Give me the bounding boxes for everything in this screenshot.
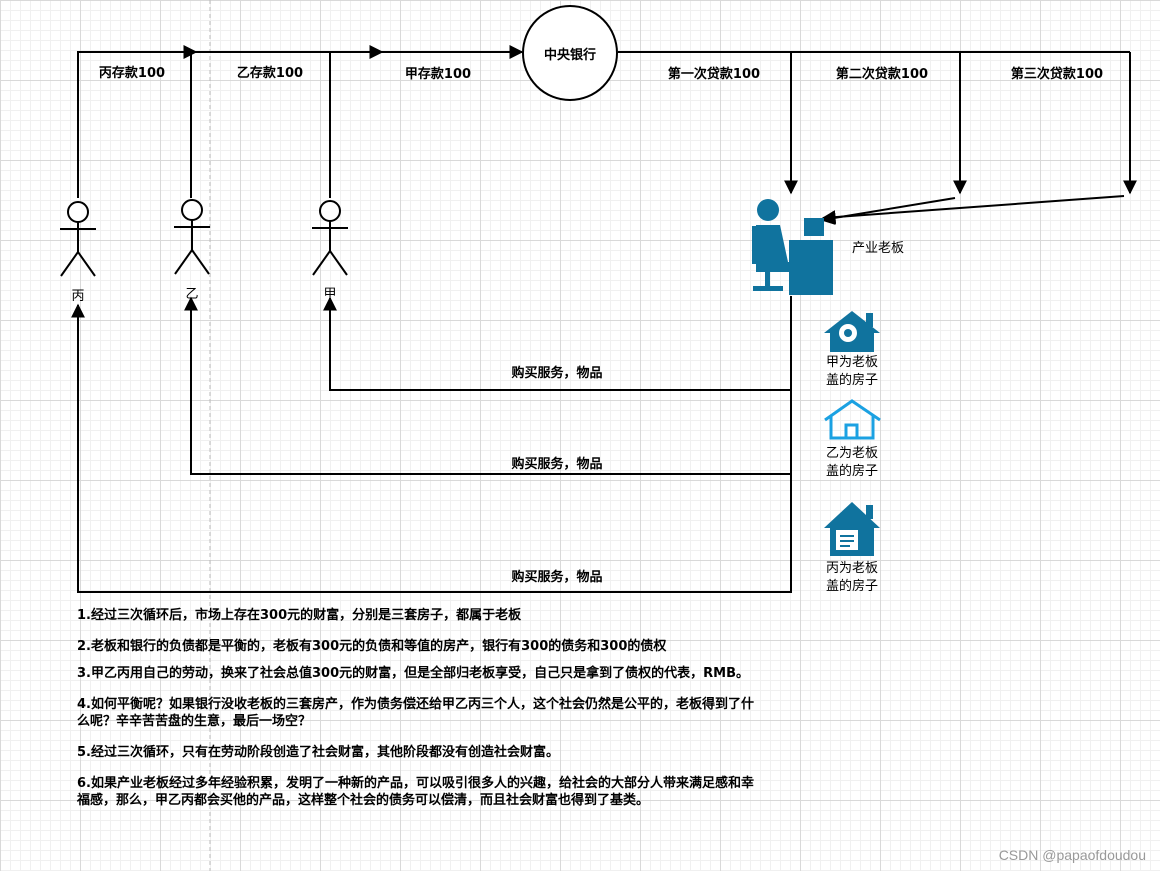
person-yi-icon xyxy=(174,199,210,275)
house-label-jia-line2: 盖的房子 xyxy=(825,373,878,388)
house-label-yi-line1: 乙为老板 xyxy=(825,446,878,461)
house-label-bing: 丙为老板 盖的房子 xyxy=(812,560,892,596)
note-6: 6.如果产业老板经过多年经验积累，发明了一种新的产品，可以吸引很多人的兴趣，给社… xyxy=(77,776,754,808)
watermark: CSDN @papaofdoudou xyxy=(998,847,1146,863)
boss-desk-icon xyxy=(752,199,833,295)
person-yi-label: 乙 xyxy=(185,287,199,302)
loan-label-2: 第二次贷款100 xyxy=(835,67,929,82)
person-bing-label: 丙 xyxy=(71,289,85,304)
house-label-yi: 乙为老板 盖的房子 xyxy=(812,445,892,481)
person-bing-icon xyxy=(60,201,96,277)
bank-node xyxy=(522,5,618,101)
note-3: 3.甲乙丙用自己的劳动，换来了社会总值300元的财富，但是全部归老板享受，自己只… xyxy=(77,666,749,681)
person-jia-label: 甲 xyxy=(323,287,337,302)
purchase-label-jia: 购买服务，物品 xyxy=(511,366,603,381)
house-gear-icon xyxy=(824,311,880,352)
house-label-bing-line2: 盖的房子 xyxy=(825,579,878,594)
house-label-jia: 甲为老板 盖的房子 xyxy=(812,354,892,390)
purchase-label-yi: 购买服务，物品 xyxy=(511,457,603,472)
purchase-edge-jia xyxy=(323,296,792,391)
house-label-yi-line2: 盖的房子 xyxy=(825,464,878,479)
purchase-label-bing: 购买服务，物品 xyxy=(511,570,603,585)
loan-label-1: 第一次贷款100 xyxy=(667,67,761,82)
loan-edge-3-to-boss xyxy=(821,195,1125,225)
house-outline-icon xyxy=(824,399,881,440)
deposit-edge-yi xyxy=(190,45,384,198)
loan-label-3: 第三次贷款100 xyxy=(1010,67,1104,82)
house-label-jia-line1: 甲为老板 xyxy=(825,355,878,370)
deposit-edge-jia xyxy=(329,45,524,198)
note-5: 5.经过三次循环，只有在劳动阶段创造了社会财富，其他阶段都没有创造社会财富。 xyxy=(77,745,559,760)
notes-block: 1.经过三次循环后，市场上存在300元的财富，分别是三套房子，都属于老板 2.老… xyxy=(77,607,757,809)
house-document-icon xyxy=(824,502,880,556)
purchase-edge-bing xyxy=(71,303,792,593)
deposit-edge-bing xyxy=(77,45,198,198)
deposit-label-bing: 丙存款100 xyxy=(98,66,166,81)
boss-label: 产业老板 xyxy=(852,241,905,256)
bank-label: 中央银行 xyxy=(543,48,597,63)
person-jia-icon xyxy=(312,200,348,276)
deposit-label-jia: 甲存款100 xyxy=(404,67,472,82)
note-4: 4.如何平衡呢？如果银行没收老板的三套房产，作为债务偿还给甲乙丙三个人，这个社会… xyxy=(77,697,754,729)
purchase-edge-yi xyxy=(184,296,792,475)
note-2: 2.老板和银行的负债都是平衡的，老板有300元的负债和等值的房产，银行有300的… xyxy=(77,639,667,654)
note-1: 1.经过三次循环后，市场上存在300元的财富，分别是三套房子，都属于老板 xyxy=(77,608,522,623)
house-label-bing-line1: 丙为老板 xyxy=(825,561,878,576)
deposit-label-yi: 乙存款100 xyxy=(236,66,304,81)
